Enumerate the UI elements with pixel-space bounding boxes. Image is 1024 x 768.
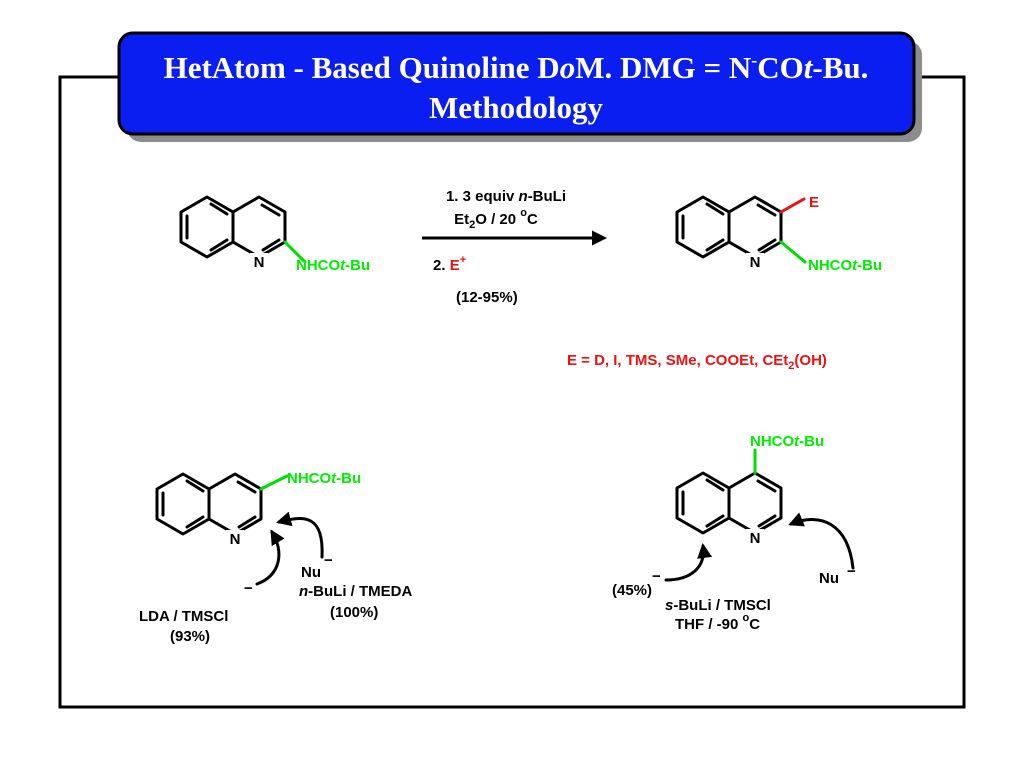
product-pyridine-ring <box>727 195 783 259</box>
product-nitrogen-label: N <box>750 254 761 271</box>
left-yield-1: (100%) <box>330 604 378 621</box>
left-reagent-2: LDA / TMSCl <box>139 608 228 625</box>
pyridine-ring <box>231 195 287 259</box>
step-1-conditions: Et2O / 20 oC <box>454 207 538 231</box>
product-structure: N E NHCOt-Bu <box>675 194 882 274</box>
step-1-reagent: 1. 3 equiv n-BuLi <box>446 188 566 205</box>
starting-material-structure: N NHCOt-Bu <box>179 195 370 274</box>
left-amide-bond <box>259 474 289 491</box>
right-amide-label: NHCOt-Bu <box>750 433 824 450</box>
electrophile-bond <box>779 197 806 214</box>
right-benzo-ring <box>675 471 731 535</box>
right-yield: (45%)− <box>612 568 661 599</box>
right-scheme-structure: N NHCOt-Bu <box>675 433 824 547</box>
title-line-1: HetAtom - Based Quinoline DoM. DMG = N-C… <box>164 50 869 85</box>
right-curly-arrow-nu <box>788 512 855 570</box>
title-banner: HetAtom - Based Quinoline DoM. DMG = N-C… <box>117 31 922 142</box>
nitrogen-label: N <box>254 254 265 271</box>
left-reagent-1: n-BuLi / TMEDA <box>299 583 412 600</box>
benzo-ring <box>179 195 235 259</box>
right-conditions: THF / -90 oC <box>675 612 760 633</box>
right-reagent: s-BuLi / TMSCl <box>665 597 771 614</box>
left-nitrogen-label: N <box>230 531 241 548</box>
left-benzo-ring <box>155 472 211 536</box>
left-curly-arrow-nu <box>276 511 324 559</box>
right-nucleophile-label: Nu− <box>819 563 856 587</box>
amide-bond <box>283 240 307 264</box>
right-nitrogen-label: N <box>750 530 761 547</box>
amide-group-label: NHCOt-Bu <box>296 257 370 274</box>
product-amide-bond <box>779 240 807 264</box>
reaction-yield: (12-95%) <box>456 289 518 306</box>
left-anion-charge: − <box>244 580 253 597</box>
product-benzo-ring <box>675 195 731 259</box>
right-curly-arrow-base <box>664 543 713 582</box>
left-curly-arrow-lda <box>255 529 285 586</box>
step-2-electrophile: 2. E+ <box>433 254 466 274</box>
electrophile-list: E = D, I, TMS, SMe, COOEt, CEt2(OH) <box>567 352 827 372</box>
left-scheme-structure: N NHCOt-Bu <box>155 470 361 548</box>
title-line-2: Methodology <box>429 90 603 125</box>
right-pyridine-ring <box>727 471 783 535</box>
left-amide-label: NHCOt-Bu <box>287 470 361 487</box>
left-nucleophile-label: Nu− <box>301 552 333 581</box>
left-pyridine-ring <box>207 472 263 536</box>
electrophile-label: E <box>809 194 819 211</box>
product-amide-label: NHCOt-Bu <box>808 257 882 274</box>
left-yield-2: (93%) <box>170 628 210 645</box>
